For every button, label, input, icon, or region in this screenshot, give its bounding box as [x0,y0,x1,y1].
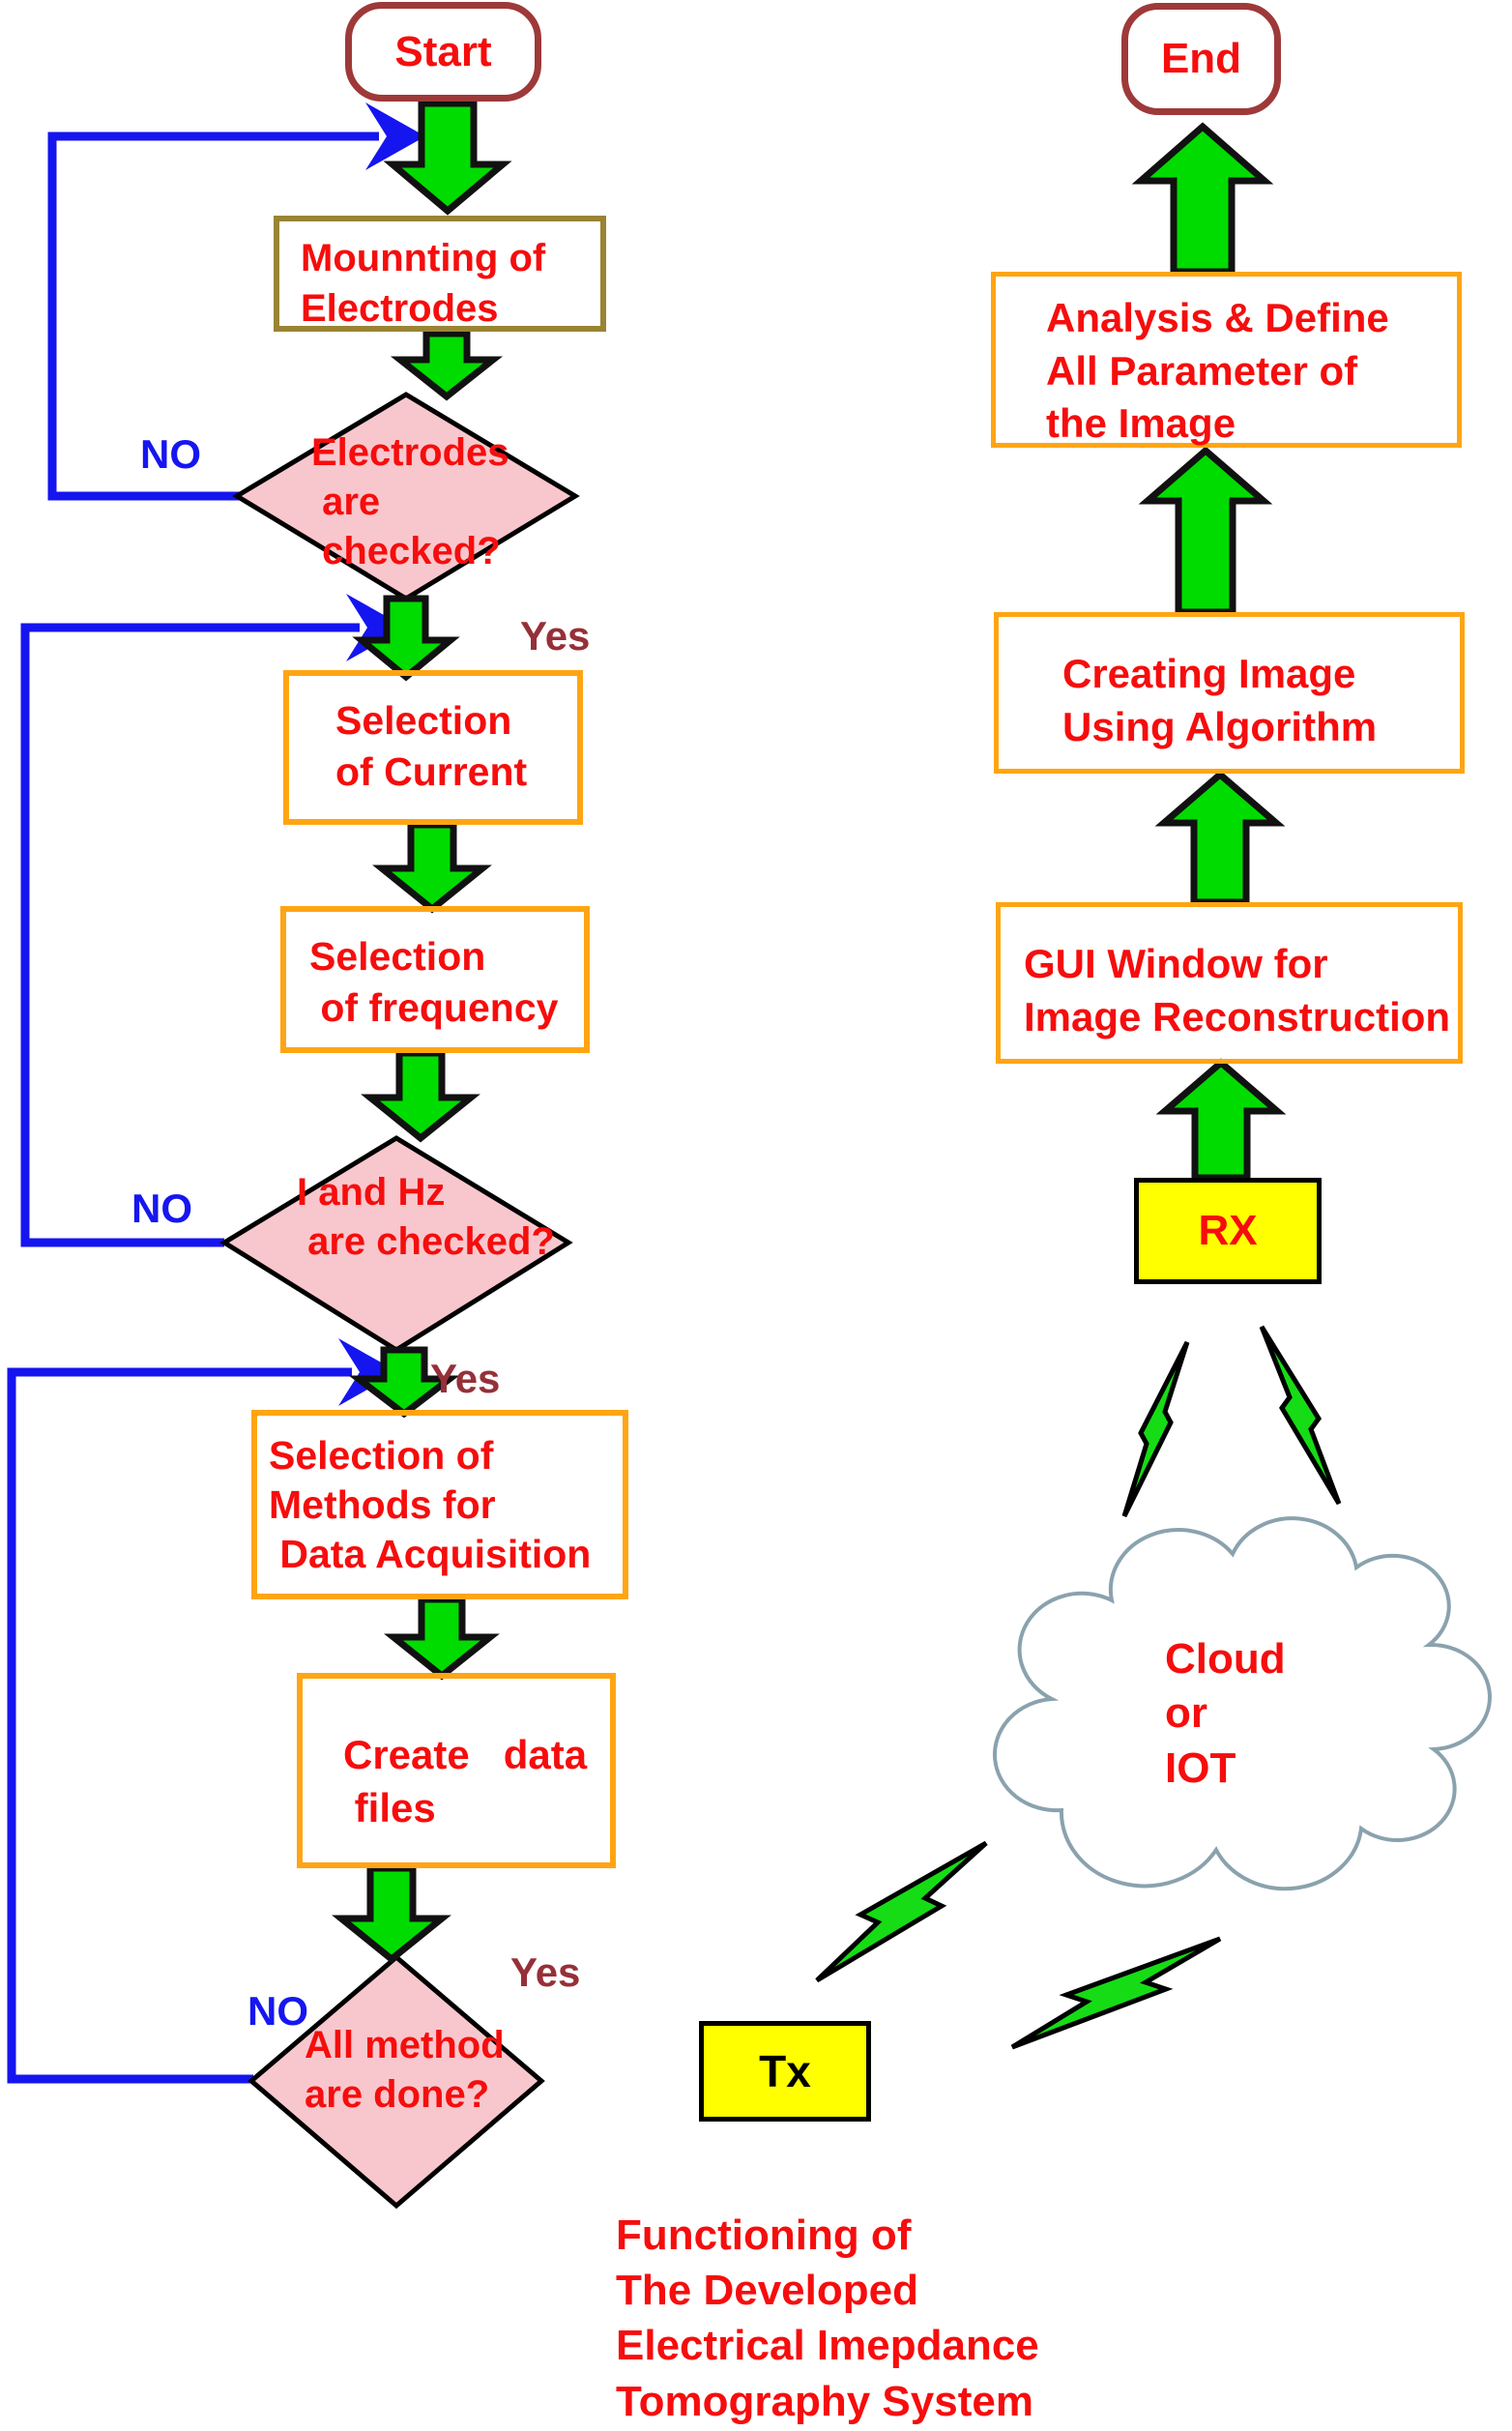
edge-label-yes-2: Yes [430,1356,501,1401]
figure-caption: Functioning of The Developed Electrical … [616,2211,1039,2425]
edge-label-no-2: NO [131,1186,192,1231]
flow-arrow-up-rx-to-gui [1155,1058,1287,1182]
lightning-bolt-icon-cloud-lower-right [1010,1936,1222,2050]
process-box-selection-methods: Selection of Methods for Data Acquisitio… [251,1410,628,1599]
no-loop-arrowhead-3 [338,1338,398,1406]
process-box-gui-window: GUI Window for Image Reconstruction [996,902,1463,1064]
lightning-bolt-icon-cloud-to-rx-left [1121,1340,1190,1518]
process-box-mounting-electrodes: Mounnting of Electrodes [274,216,606,332]
start-node: Start [345,2,541,102]
no-loop-connector-2 [20,623,360,1247]
decision-label-electrodes-checked: Electrodes are checked? [311,431,509,572]
flow-arrow-down-frequency-to-check [361,1049,480,1143]
flow-arrow-up-analysis-to-end [1131,122,1274,276]
no-loop-arrowhead-1 [365,103,425,170]
end-node: End [1121,3,1281,115]
decision-diamond-all-methods [247,1953,545,2210]
edge-label-yes-3: Yes [510,1949,581,1995]
edge-label-no-1: NO [140,431,201,477]
no-loop-arrowhead-2 [346,594,406,661]
cloud-shape [992,1516,1492,1891]
process-box-creating-image: Creating Image Using Algorithm [994,612,1465,774]
flow-arrow-down-check-to-current [352,595,460,682]
decision-label-all-methods-done: All method are done? [305,2024,505,2116]
lightning-bolt-icon-tx-to-cloud [815,1840,988,1983]
flow-arrow-up-gui-to-creating [1154,770,1286,906]
process-box-selection-current: Selection of Current [283,670,583,825]
lightning-bolt-icon-cloud-to-rx-right [1259,1325,1342,1506]
decision-label-i-hz-checked: I and Hz are checked? [297,1171,555,1263]
flow-arrow-down-start-to-mounting [383,100,512,216]
edge-label-yes-1: Yes [520,613,591,659]
flow-arrow-down-check-to-methods [348,1346,460,1419]
flow-arrow-down-mounting-to-check [390,330,504,401]
process-box-selection-frequency: Selection of frequency [280,906,590,1053]
cloud-label: Cloud or IOT [1165,1635,1286,1792]
no-loop-connector-1 [47,132,379,501]
edge-label-no-3: NO [247,1988,308,2034]
process-box-create-data-files: Create data files [297,1673,616,1868]
flow-arrow-down-current-to-frequency [372,821,492,914]
process-box-analysis-define: Analysis & Define All Parameter of the I… [991,272,1462,448]
flow-arrow-down-methods-to-files [384,1596,500,1681]
no-loop-connector-3 [7,1367,352,2084]
flow-arrow-down-files-to-check [332,1864,451,1964]
rx-node: RX [1134,1178,1322,1284]
tx-node: Tx [699,2021,871,2122]
flow-arrow-up-creating-to-analysis [1138,446,1273,616]
